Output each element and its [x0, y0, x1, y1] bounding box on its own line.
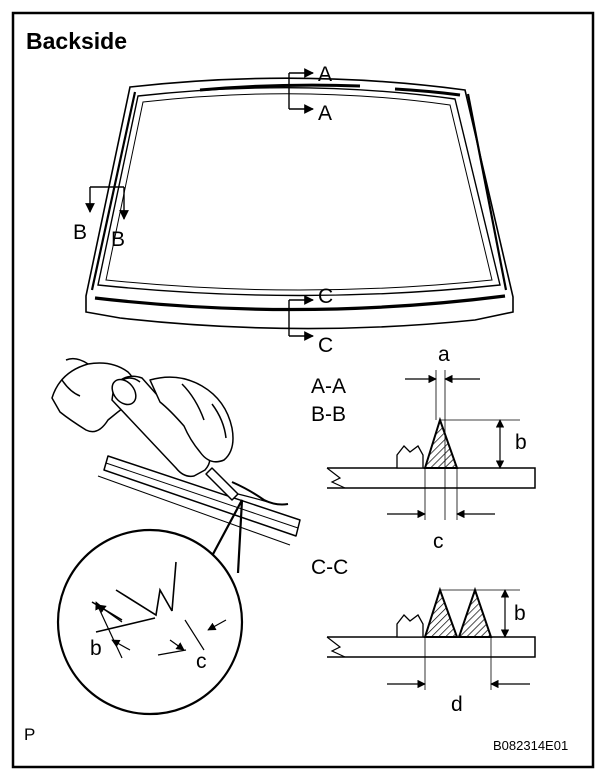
- dim-label-a: a: [438, 343, 450, 366]
- section-cc-title: C-C: [311, 556, 348, 579]
- section-aa-profile: [326, 370, 536, 520]
- label-a-bottom: A: [318, 102, 332, 125]
- section-bb-title: B-B: [311, 403, 346, 426]
- section-cc-profile: [326, 586, 536, 690]
- windshield-outline: [85, 77, 514, 330]
- hands-with-applicator-illustration: [51, 357, 301, 546]
- figure-code: B082314E01: [493, 738, 568, 753]
- label-c-top: C: [318, 285, 333, 308]
- detail-bead-profile: [91, 561, 227, 659]
- section-aa-title: A-A: [311, 375, 346, 398]
- dim-label-d: d: [451, 693, 463, 716]
- dim-label-c-aa: c: [433, 530, 444, 553]
- label-b-left: B: [73, 221, 87, 244]
- label-b-right: B: [111, 228, 125, 251]
- detail-label-c: c: [196, 650, 207, 673]
- detail-magnifier: [56, 499, 244, 716]
- diagram-title: Backside: [26, 28, 127, 54]
- section-a-marker: [288, 68, 314, 114]
- corner-letter: P: [24, 725, 35, 744]
- label-a-top: A: [318, 63, 332, 86]
- outer-frame: [11, 11, 595, 769]
- dim-label-b-cc: b: [514, 602, 526, 625]
- detail-label-b: b: [90, 637, 102, 660]
- section-c-marker: [288, 295, 314, 341]
- label-c-bottom: C: [318, 334, 333, 357]
- dim-label-b-aa: b: [515, 431, 527, 454]
- section-b-marker: [85, 186, 129, 220]
